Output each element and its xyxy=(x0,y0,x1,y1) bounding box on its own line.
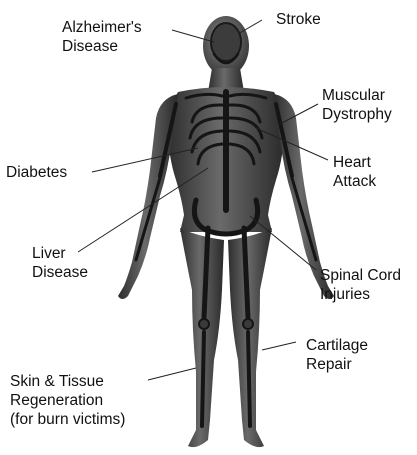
left-arm xyxy=(118,94,178,299)
label-cartilage: Cartilage Repair xyxy=(306,336,368,374)
left-tibia xyxy=(202,332,204,426)
label-diabetes: Diabetes xyxy=(6,163,67,182)
label-liver-disease: Liver Disease xyxy=(32,244,88,282)
label-skin-tissue: Skin & Tissue Regeneration (for burn vic… xyxy=(10,372,125,429)
label-spinal-cord: Spinal Cord Injuries xyxy=(320,266,401,304)
label-stroke: Stroke xyxy=(276,10,321,29)
label-muscular-dystrophy: Muscular Dystrophy xyxy=(322,86,392,124)
leader-skin-tissue xyxy=(148,368,196,380)
right-kneecap xyxy=(243,319,253,329)
right-tibia xyxy=(248,332,250,426)
left-kneecap xyxy=(199,319,209,329)
leader-cartilage xyxy=(262,342,296,350)
label-heart-attack: Heart Attack xyxy=(333,153,376,191)
label-alzheimers: Alzheimer's Disease xyxy=(62,18,142,56)
